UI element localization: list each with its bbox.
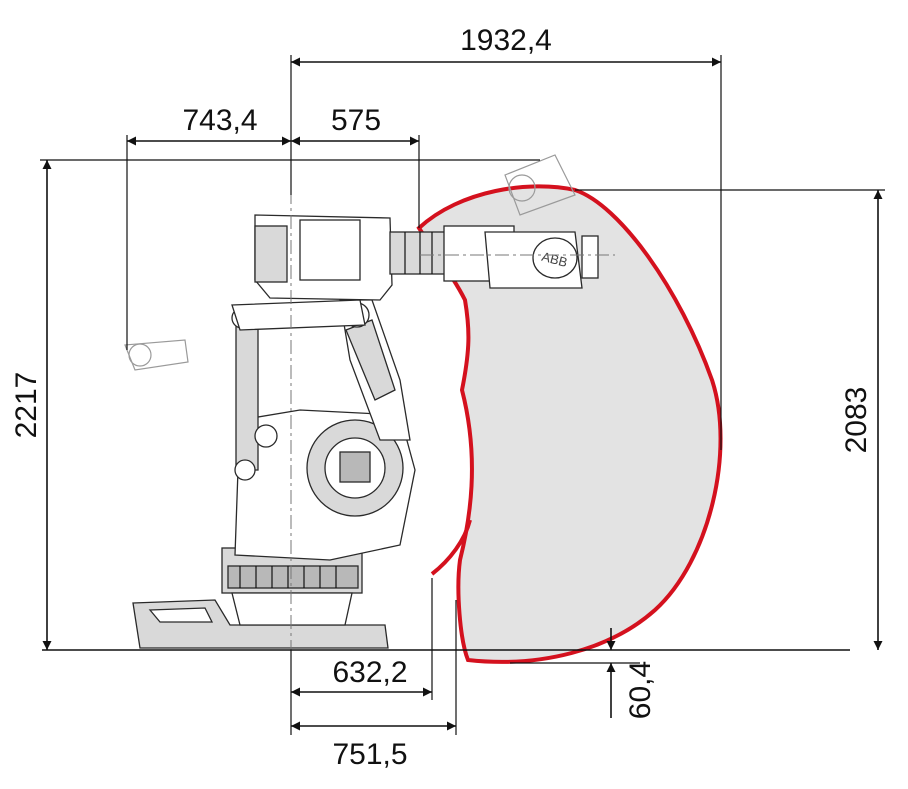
dim-top-reach: 1932,4 [291,24,721,67]
dim-rear-reach-label: 743,4 [182,104,257,137]
dim-upper-arm-offset: 575 [291,104,419,146]
dim-envelope-height: 2083 [840,190,883,650]
dim-below-floor: 60,4 [606,628,657,719]
robot-brand-label: ABB [540,249,569,270]
balancing-cylinder [235,319,259,471]
robot-flange [581,235,599,279]
dim-below-floor-label: 60,4 [624,661,657,719]
robot-illustration: ABB [132,214,599,649]
working-envelope-area [416,184,723,664]
dim-upper-arm-offset-label: 575 [331,104,381,137]
dim-top-reach-label: 1932,4 [460,24,552,57]
working-envelope [416,184,723,664]
extension-lines [40,55,885,735]
dim-total-height-label: 2217 [10,372,43,439]
dim-min-reach-inner-label: 632,2 [332,656,407,689]
dim-min-reach-floor: 751,5 [291,721,456,771]
envelope-inner-notch [430,519,472,576]
dim-min-reach-inner: 632,2 [291,656,432,697]
dim-total-height: 2217 [10,160,52,650]
dim-min-reach-floor-label: 751,5 [332,738,407,771]
dim-rear-reach: 743,4 [127,104,291,146]
ghost-arm-positions [124,154,576,371]
dim-envelope-height-label: 2083 [840,387,873,454]
robot-forearm [389,231,446,275]
